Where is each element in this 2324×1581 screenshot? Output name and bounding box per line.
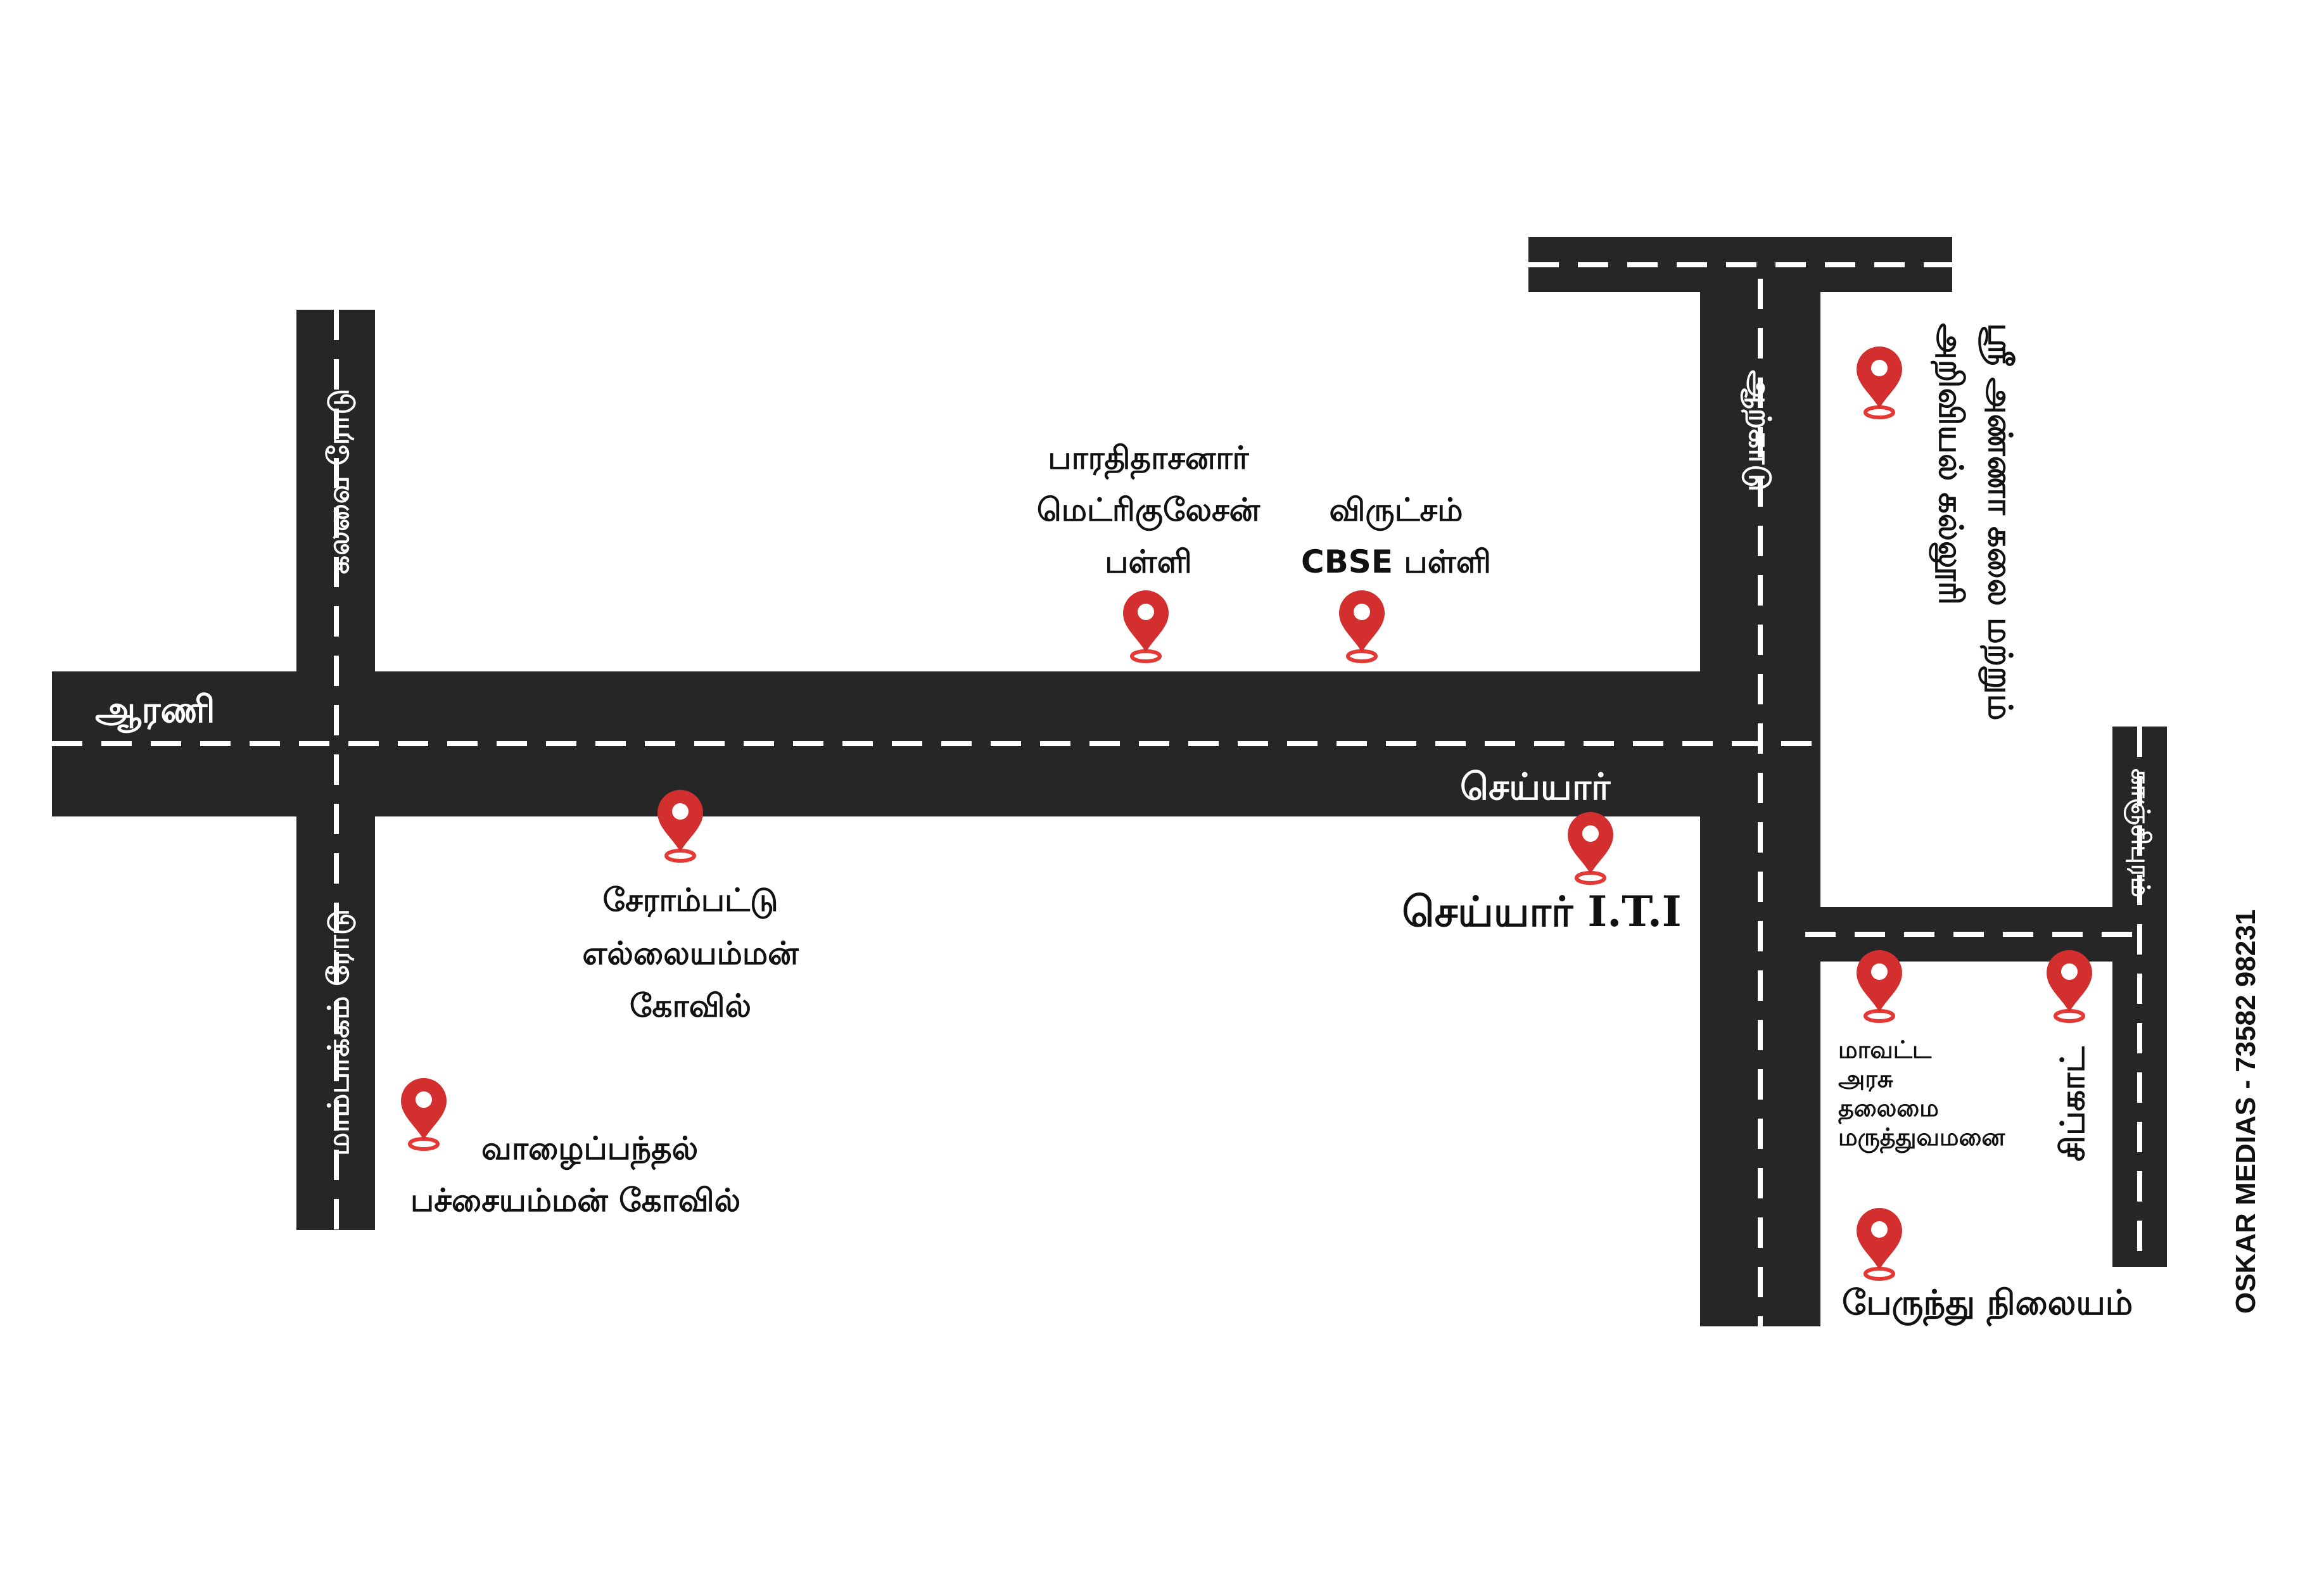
label-district-hospital: மாவட்ட அரசு தலைமை மருத்துவமனை: [1838, 1036, 2005, 1153]
label-bharathidasanar-school: பாரதிதாசனார் மெட்ரிகுலேசன் பள்ளி: [1037, 440, 1260, 580]
label-line: பாரதிதாசனார்: [1048, 440, 1249, 480]
map-pin-icon[interactable]: [1568, 812, 1613, 883]
label-sipcot: சிப்காட்: [2054, 1046, 2092, 1162]
road-label-cheyyar: செய்யார்: [1460, 765, 1611, 808]
label-line: தலைமை: [1838, 1094, 1939, 1124]
map-pin-icon[interactable]: [1857, 1208, 1902, 1279]
road-network: [52, 237, 2167, 1326]
label-vazhaipandhal-temple: வாழைப்பந்தல் பச்சையம்மன் கோவில்: [410, 1130, 740, 1219]
label-virutcham-school: விருட்சம் CBSE பள்ளி: [1301, 492, 1491, 580]
label-line: மருத்துவமனை: [1838, 1123, 2005, 1153]
watermark: OSKAR MEDIAS - 73582 98231: [2230, 910, 2261, 1314]
map-pin-icon[interactable]: [401, 1078, 447, 1149]
label-serampattu-temple: சேராம்பட்டு எல்லையம்மன் கோவில்: [582, 882, 799, 1024]
label-line: எல்லையம்மன்: [582, 935, 799, 972]
label-line: கோவில்: [630, 987, 751, 1024]
road-label-mambakkam: மாம்பாக்கம் ரோடு: [321, 909, 356, 1156]
label-line: CBSE பள்ளி: [1301, 543, 1491, 580]
label-line: அரசு: [1838, 1065, 1893, 1093]
label-line: வாழைப்பந்தல்: [481, 1130, 698, 1171]
label-line: அறிவியல் கல்லூரி: [1929, 323, 1969, 605]
label-line: விருட்சம்: [1330, 492, 1463, 531]
road-label-kanchipuram: காஞ்சிபுரம்: [2124, 768, 2155, 897]
label-line: மாவட்ட: [1838, 1036, 1932, 1064]
label-line: பள்ளி: [1105, 543, 1192, 580]
road-label-arani: ஆரணி: [95, 688, 215, 733]
label-line: பச்சையம்மன் கோவில்: [410, 1182, 740, 1219]
label-line: ஸ்ரீ அண்ணா கலை மற்றும்: [1978, 323, 2019, 720]
label-line: சேராம்பட்டு: [602, 882, 778, 919]
label-line: மெட்ரிகுலேசன்: [1037, 492, 1260, 531]
map-pin-icon[interactable]: [1857, 346, 1902, 417]
map-pin-icon[interactable]: [1123, 590, 1169, 661]
map-pin-icon[interactable]: [2047, 950, 2092, 1021]
map-pin-icon[interactable]: [657, 790, 703, 861]
label-bus-stand: பேருந்து நிலையம்: [1842, 1283, 2133, 1328]
road-label-kalavai: கலவை ரோடு: [321, 389, 356, 575]
label-cheyyar-iti: செய்யார் I.T.I: [1402, 887, 1681, 936]
map-pin-icon[interactable]: [1339, 590, 1385, 661]
road-label-arcot: ஆற்காடு: [1740, 370, 1777, 492]
map-pin-icon[interactable]: [1857, 950, 1902, 1021]
label-anna-college: ஸ்ரீ அண்ணா கலை மற்றும் அறிவியல் கல்லூரி: [1929, 323, 2019, 720]
